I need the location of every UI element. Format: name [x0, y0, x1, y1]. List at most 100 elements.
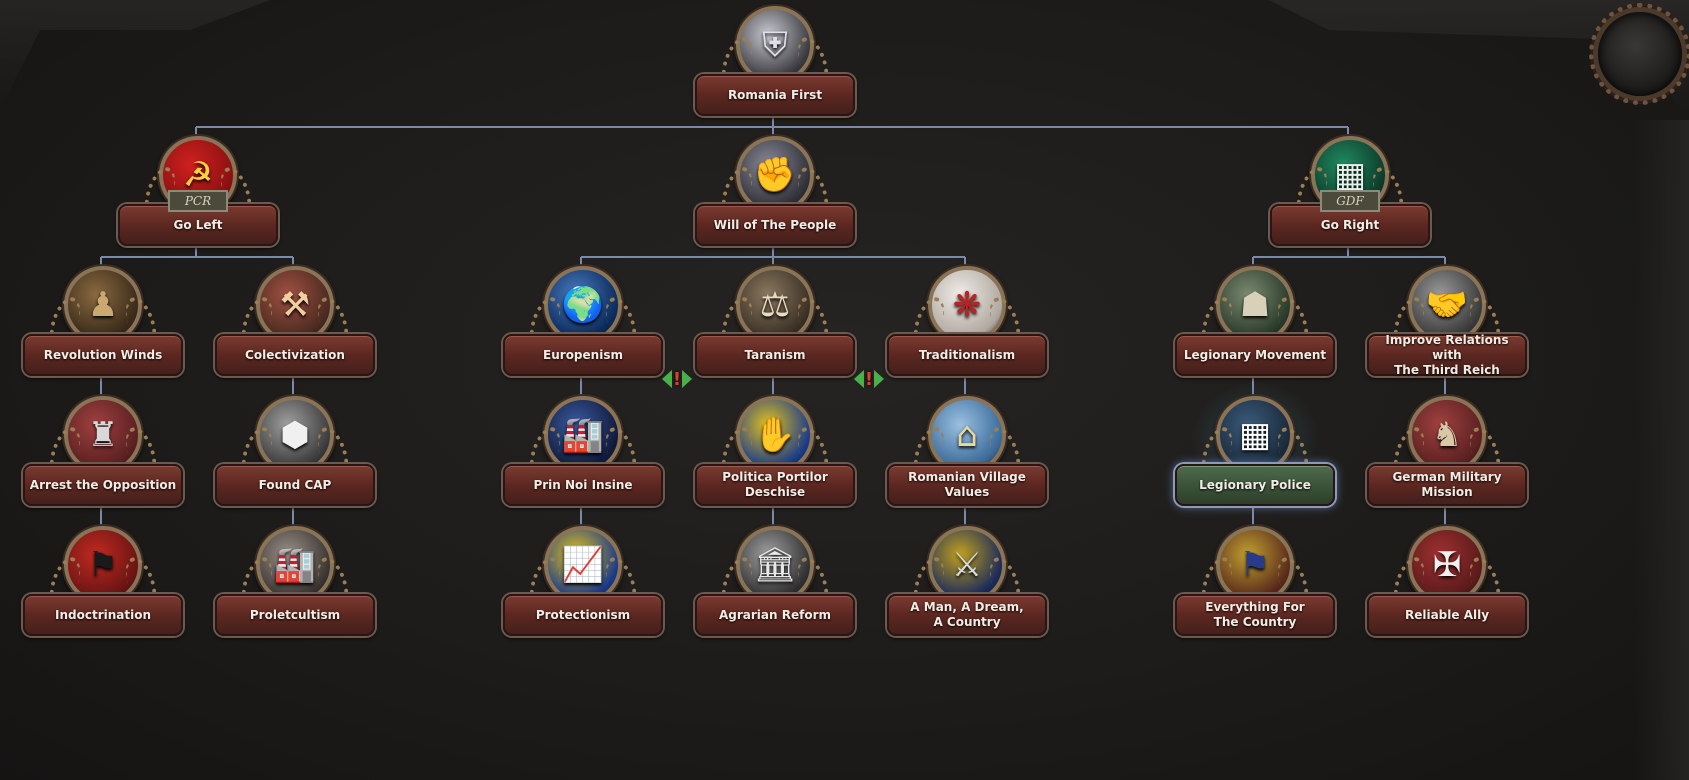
folk-pattern-icon[interactable]: ❋	[928, 266, 1006, 344]
europe-map-icon[interactable]: 🌍	[544, 266, 622, 344]
focus-label: Politica Portilor Deschise	[722, 470, 828, 499]
factory-icon[interactable]: 🏭	[256, 526, 334, 604]
focus-label-plate[interactable]: Europenism	[503, 334, 663, 376]
focus-label: Indoctrination	[55, 607, 151, 622]
red-flag-portrait-icon[interactable]: ⚑	[64, 526, 142, 604]
focus-label: Improve Relations with The Third Reich	[1385, 332, 1509, 377]
industry-fist-icon[interactable]: 🏭	[544, 396, 622, 474]
workers-crowd-icon[interactable]: ♟	[64, 266, 142, 344]
focus-taranism[interactable]: ⚖ Taranism	[695, 266, 855, 376]
focus-label-plate[interactable]: Traditionalism	[887, 334, 1047, 376]
farm-hammer-icon[interactable]: ⚒	[256, 266, 334, 344]
village-house-icon[interactable]: ⌂	[928, 396, 1006, 474]
focus-a-man-a-dream-a-country[interactable]: ⚔ A Man, A Dream, A Country	[887, 526, 1047, 636]
focus-protectionism[interactable]: 📈 Protectionism	[503, 526, 663, 636]
focus-colectivization[interactable]: ⚒Colectivization	[215, 266, 375, 376]
focus-label-plate[interactable]: Taranism	[695, 334, 855, 376]
iron-guard-icon[interactable]: ▦	[1216, 396, 1294, 474]
focus-romanian-village-values[interactable]: ⌂Romanian Village Values	[887, 396, 1047, 506]
focus-label-plate[interactable]: Everything For The Country	[1175, 594, 1335, 636]
orator-icon[interactable]: ☗	[1216, 266, 1294, 344]
focus-will-of-the-people[interactable]: ✊ Will of The People	[695, 136, 855, 246]
scales-icon[interactable]: ⚖	[736, 266, 814, 344]
focus-label-plate[interactable]: Legionary Police	[1175, 464, 1335, 506]
shield-badge-icon[interactable]: ⬢	[256, 396, 334, 474]
focus-icon-glyph: ❋	[952, 285, 982, 325]
focus-label-plate[interactable]: Agrarian Reform	[695, 594, 855, 636]
focus-europenism[interactable]: 🌍 Europenism	[503, 266, 663, 376]
focus-politica-portilor-deschise[interactable]: ✋Politica Portilor Deschise	[695, 396, 855, 506]
focus-proletcultism[interactable]: 🏭 Proletcultism	[215, 526, 375, 636]
focus-label-plate[interactable]: Proletcultism	[215, 594, 375, 636]
focus-label-plate[interactable]: Protectionism	[503, 594, 663, 636]
focus-icon-glyph: ⚖	[759, 285, 791, 325]
flag-salute-icon[interactable]: ⚑	[1216, 526, 1294, 604]
focus-revolution-winds[interactable]: ♟ Revolution Winds	[23, 266, 183, 376]
focus-label: Go Left	[173, 217, 223, 232]
focus-everything-for-the-country[interactable]: ⚑ Everything For The Country	[1175, 526, 1335, 636]
focus-label-plate[interactable]: Will of The People	[695, 204, 855, 246]
arrest-icon[interactable]: ♜	[64, 396, 142, 474]
economy-chart-icon[interactable]: 📈	[544, 526, 622, 604]
focus-label: Prin Noi Insine	[533, 477, 633, 492]
focus-icon-glyph: ♟	[87, 285, 119, 325]
focus-label: Will of The People	[713, 217, 837, 232]
focus-arrest-the-opposition[interactable]: ♜ Arrest the Opposition	[23, 396, 183, 506]
focus-label-plate[interactable]: German Military Mission	[1367, 464, 1527, 506]
focus-label-plate[interactable]: Romanian Village Values	[887, 464, 1047, 506]
focus-label-plate[interactable]: Arrest the Opposition	[23, 464, 183, 506]
focus-traditionalism[interactable]: ❋ Traditionalism	[887, 266, 1047, 376]
focus-label: Arrest the Opposition	[29, 477, 177, 492]
focus-icon-glyph: 🌍	[561, 285, 605, 325]
focus-label: Reliable Ally	[1404, 607, 1490, 622]
focus-label-plate[interactable]: A Man, A Dream, A Country	[887, 594, 1047, 636]
focus-label: Legionary Movement	[1183, 347, 1327, 362]
officer-salute-icon[interactable]: ♞	[1408, 396, 1486, 474]
focus-label-plate[interactable]: Romania First	[695, 74, 855, 116]
focus-german-military-mission[interactable]: ♞ German Military Mission	[1367, 396, 1527, 506]
focus-label-plate[interactable]: Found CAP	[215, 464, 375, 506]
focus-label: Proletcultism	[249, 607, 341, 622]
focus-icon-glyph: ♞	[1431, 415, 1463, 455]
focus-label-plate[interactable]: Improve Relations with The Third Reich	[1367, 332, 1527, 377]
focus-label-plate[interactable]: Revolution Winds	[23, 334, 183, 376]
focus-label: A Man, A Dream, A Country	[910, 600, 1024, 629]
focus-romania-first[interactable]: ⛨ Romania First	[695, 6, 855, 116]
focus-label-plate[interactable]: Prin Noi Insine	[503, 464, 663, 506]
focus-indoctrination[interactable]: ⚑ Indoctrination	[23, 526, 183, 636]
wreath-medallion-icon[interactable]	[1589, 3, 1689, 105]
party-tag: GDF	[1320, 190, 1380, 212]
focus-found-cap[interactable]: ⬢Found CAP	[215, 396, 375, 506]
raised-fist-icon[interactable]: ✊	[736, 136, 814, 214]
focus-label: Protectionism	[535, 607, 631, 622]
focus-legionary-movement[interactable]: ☗ Legionary Movement	[1175, 266, 1335, 376]
focus-label-plate[interactable]: Indoctrination	[23, 594, 183, 636]
focus-label: Romania First	[727, 87, 823, 102]
iron-cross-icon[interactable]: ✠	[1408, 526, 1486, 604]
focus-legionary-police[interactable]: ▦ Legionary Police	[1175, 382, 1335, 506]
focus-icon-glyph: 🏛	[753, 545, 797, 585]
focus-icon-glyph: ⚔	[951, 545, 983, 585]
focus-agrarian-reform[interactable]: 🏛 Agrarian Reform	[695, 526, 855, 636]
focus-icon-glyph: 🤝	[1425, 285, 1469, 325]
focus-improve-relations-third-reich[interactable]: 🤝 Improve Relations with The Third Reich	[1367, 266, 1527, 377]
focus-label-plate[interactable]: Politica Portilor Deschise	[695, 464, 855, 506]
focus-label-plate[interactable]: Legionary Movement	[1175, 334, 1335, 376]
soldiers-flag-icon[interactable]: ⚔	[928, 526, 1006, 604]
romania-flag-icon[interactable]: ✋	[736, 396, 814, 474]
focus-icon-glyph: ▦	[1238, 415, 1272, 455]
handshake-icon[interactable]: 🤝	[1408, 266, 1486, 344]
focus-icon-glyph: ⚑	[1239, 545, 1271, 585]
focus-label: Europenism	[543, 347, 623, 362]
focus-icon-glyph: 🏭	[561, 415, 605, 455]
focus-label-plate[interactable]: Reliable Ally	[1367, 594, 1527, 636]
focus-label-plate[interactable]: Colectivization	[215, 334, 375, 376]
shield-flag-icon[interactable]: ⛨	[736, 6, 814, 84]
focus-icon-glyph: ⛨	[762, 25, 788, 65]
focus-reliable-ally[interactable]: ✠ Reliable Ally	[1367, 526, 1527, 636]
focus-prin-noi-insine[interactable]: 🏭 Prin Noi Insine	[503, 396, 663, 506]
bank-icon[interactable]: 🏛	[736, 526, 814, 604]
